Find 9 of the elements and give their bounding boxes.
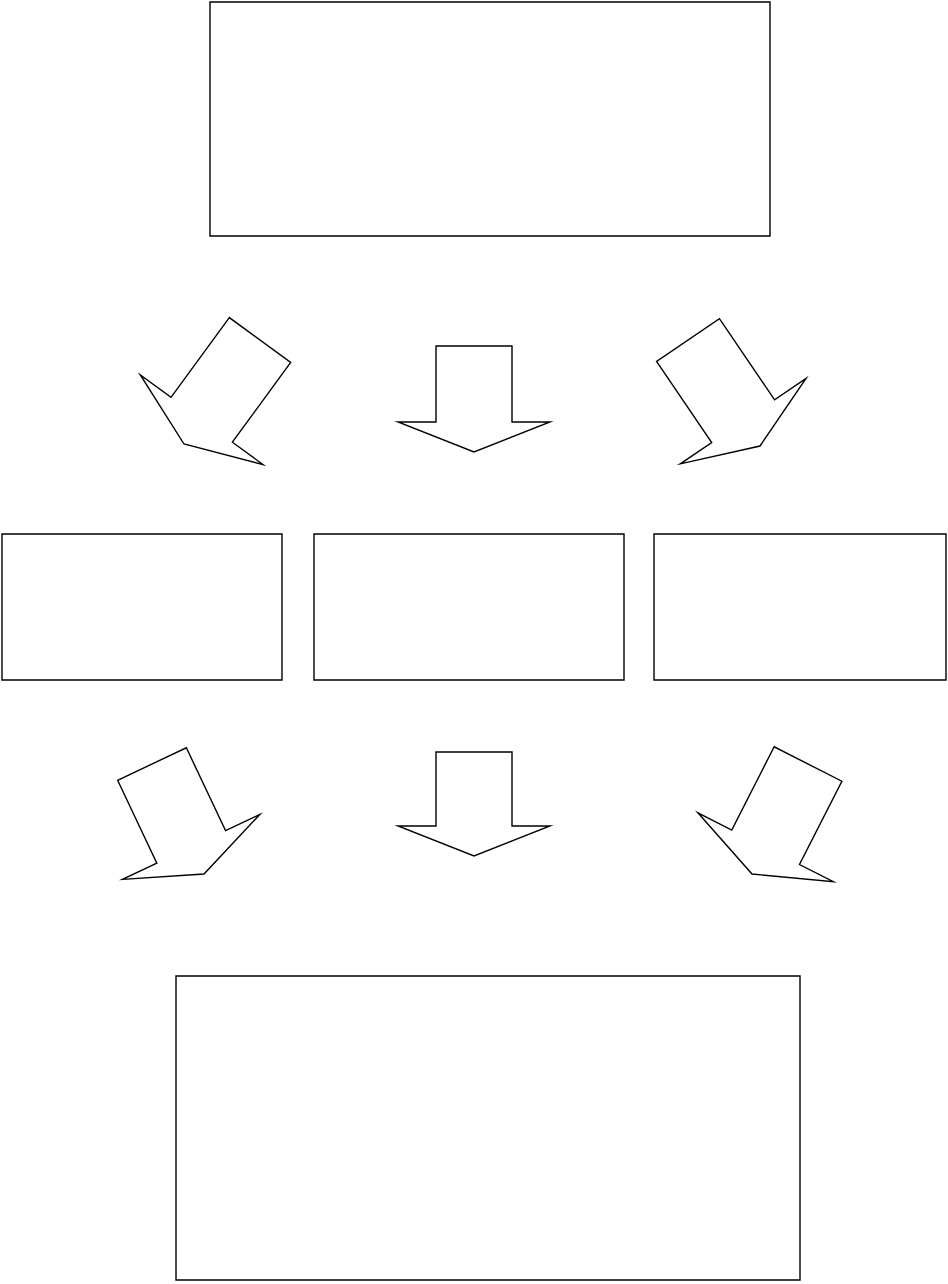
process-box xyxy=(1,533,283,681)
process-box xyxy=(209,1,771,237)
process-box xyxy=(653,533,947,681)
block-arrow xyxy=(655,317,809,466)
block-arrow xyxy=(394,751,554,857)
process-box xyxy=(175,975,801,1281)
block-arrow xyxy=(394,345,554,453)
process-box xyxy=(313,533,625,681)
block-arrow xyxy=(137,316,292,467)
